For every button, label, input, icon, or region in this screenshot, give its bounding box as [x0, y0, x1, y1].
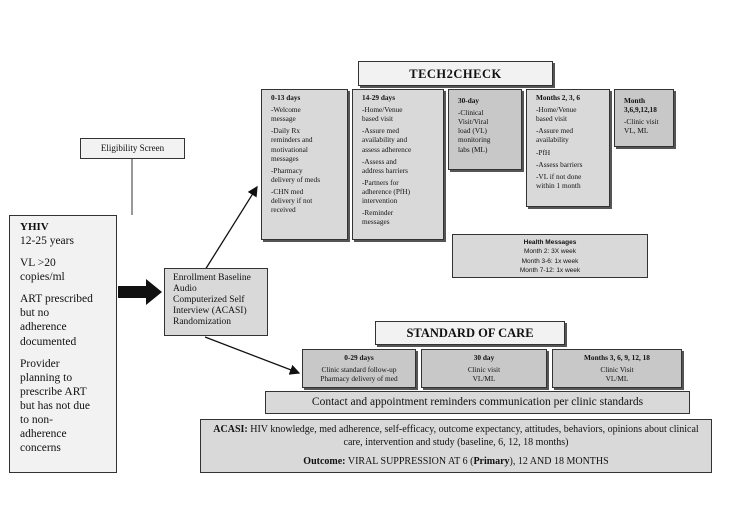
phase-title: 14-29 days: [362, 93, 396, 102]
enrollment-text: Enrollment Baseline Audio Computerized S…: [173, 273, 251, 327]
yhiv-viral-load: VL >20 copies/ml: [20, 257, 65, 284]
yhiv-art-prescribed: ART prescribed but no adherence document…: [20, 293, 93, 348]
standard-of-care-header: STANDARD OF CARE: [375, 321, 565, 345]
phase-item: -Clinic visit VL, ML: [624, 117, 659, 136]
eligibility-screen-box: Eligibility Screen: [80, 138, 185, 159]
outcome-text-pre: VIRAL SUPPRESSION AT 6 (: [347, 456, 474, 467]
tech2check-phase-months-2-3-6: Months 2, 3, 6 -Home/Venue based visit -…: [526, 89, 610, 207]
phase-title: 30-day: [458, 96, 480, 105]
acasi-label: ACASI:: [213, 424, 248, 435]
phase-title: Months 2, 3, 6: [536, 93, 580, 102]
soc-phase-line: VL/ML: [605, 374, 629, 384]
contact-reminders-box: Contact and appointment reminders commun…: [265, 391, 690, 414]
phase-item: -CHN med delivery if not received: [271, 186, 313, 215]
tech2check-phase-month-3-18: Month 3,6,9,12,18 -Clinic visit VL, ML: [614, 89, 674, 147]
phase-item: -Clinical Visit/Viral load (VL) monitori…: [458, 108, 491, 154]
outcome-label: Outcome:: [303, 456, 346, 467]
soc-phase-line: Clinic Visit: [600, 365, 634, 375]
phase-title: 0-13 days: [271, 93, 301, 102]
health-messages-title: Health Messages: [523, 239, 577, 246]
soc-phase-line: Clinic standard follow-up: [321, 365, 397, 375]
tech2check-title: TECH2CHECK: [409, 67, 502, 81]
contact-reminders-text: Contact and appointment reminders commun…: [311, 396, 644, 408]
soc-phase-line: VL/ML: [472, 374, 496, 384]
soc-phase-title: Months 3, 6, 9, 12, 18: [584, 353, 650, 362]
phase-item: -Reminder messages: [362, 208, 394, 227]
phase-item: -Welcome message: [271, 105, 301, 124]
soc-phase-30-day: 30 day Clinic visit VL/ML: [421, 349, 547, 388]
tech2check-header: TECH2CHECK: [358, 61, 553, 86]
phase-item: -Partners for adherence (PfH) interventi…: [362, 177, 411, 206]
phase-item: -Assess and address barriers: [362, 156, 408, 175]
soc-phase-0-29-days: 0-29 days Clinic standard follow-up Phar…: [302, 349, 416, 388]
yhiv-provider-planning: Provider planning to prescribe ART but h…: [20, 357, 90, 454]
phase-item: -VL if not done within 1 month: [536, 171, 582, 190]
soc-phase-title: 30 day: [473, 353, 495, 362]
phase-item: -PfH: [536, 147, 551, 157]
arrow-to-standard-of-care: [204, 336, 301, 375]
phase-item: -Pharmacy delivery of meds: [271, 165, 321, 184]
health-messages-line: Month 7-12: 1x week: [519, 267, 581, 275]
phase-item: -Home/Venue based visit: [362, 105, 403, 124]
phase-item: -Assure med availability: [536, 126, 574, 145]
phase-item: -Daily Rx reminders and motivational mes…: [271, 126, 313, 163]
outcome-primary: Primary: [473, 456, 510, 467]
acasi-description: ACASI: HIV knowledge, med adherence, sel…: [207, 423, 705, 449]
soc-phase-months-3-18: Months 3, 6, 9, 12, 18 Clinic Visit VL/M…: [552, 349, 682, 388]
soc-phase-title: 0-29 days: [344, 353, 374, 362]
eligibility-screen-label: Eligibility Screen: [100, 143, 165, 153]
tech2check-phase-0-13-days: 0-13 days -Welcome message -Daily Rx rem…: [261, 89, 348, 240]
thick-arrow: [118, 279, 162, 305]
acasi-text: HIV knowledge, med adherence, self-effic…: [250, 424, 699, 448]
standard-of-care-title: STANDARD OF CARE: [406, 326, 534, 340]
tech2check-phase-14-29-days: 14-29 days -Home/Venue based visit -Assu…: [352, 89, 444, 240]
phase-item: -Assure med availability and assess adhe…: [362, 126, 412, 154]
soc-phase-line: Clinic visit: [467, 365, 501, 375]
yhiv-criteria-box: YHIV 12-25 years VL >20 copies/ml ART pr…: [9, 215, 117, 473]
health-messages-line: Month 2: 3X week: [523, 248, 577, 256]
phase-item: -Assess barriers: [536, 159, 583, 169]
arrow-to-tech2check: [204, 185, 258, 271]
health-messages-line: Month 3-6: 1x week: [521, 257, 579, 265]
enrollment-box: Enrollment Baseline Audio Computerized S…: [164, 268, 268, 336]
yhiv-title: YHIV: [20, 221, 49, 233]
tech2check-phase-30-day: 30-day -Clinical Visit/Viral load (VL) m…: [448, 89, 522, 170]
phase-item: -Home/Venue based visit: [536, 105, 577, 124]
phase-title: Month 3,6,9,12,18: [624, 96, 657, 115]
health-messages-box: Health Messages Month 2: 3X week Month 3…: [452, 234, 648, 278]
outcome-text-post: ), 12 AND 18 MONTHS: [509, 456, 609, 467]
acasi-outcome-box: ACASI: HIV knowledge, med adherence, sel…: [200, 419, 712, 473]
soc-phase-line: Pharmacy delivery of med: [320, 374, 398, 384]
outcome-line: Outcome: VIRAL SUPPRESSION AT 6 (Primary…: [207, 455, 705, 468]
yhiv-age: 12-25 years: [20, 235, 74, 248]
